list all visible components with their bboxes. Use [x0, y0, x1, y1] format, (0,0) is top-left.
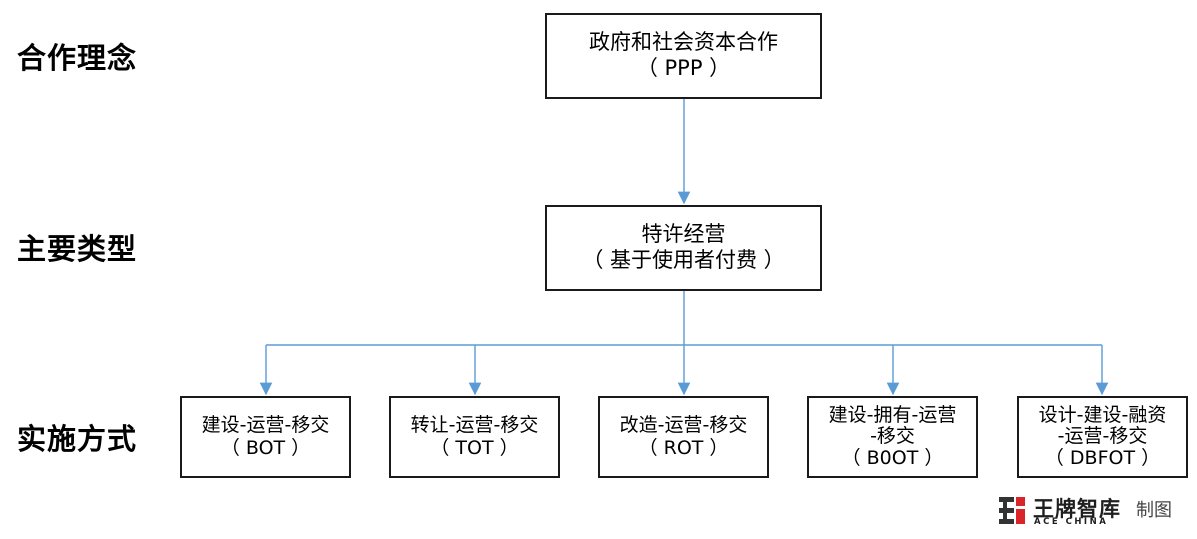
- node-tot-abbr: （ TOT ）: [430, 437, 519, 459]
- watermark-suffix: 制图: [1136, 500, 1172, 521]
- row-label-method: 实施方式: [17, 422, 138, 456]
- node-rot-title: 改造-运营-移交: [619, 413, 748, 436]
- node-ppp-abbr: （ PPP ）: [636, 56, 731, 80]
- watermark-logo: 王牌智库 ACE CHINA 制图: [997, 491, 1187, 531]
- node-franchise: 特许经营 （ 基于使用者付费 ）: [545, 205, 822, 291]
- node-boot-title: 建设-拥有-运营: [828, 404, 957, 427]
- watermark-brand-en: ACE CHINA: [1034, 517, 1109, 527]
- watermark-brand-cn: 王牌智库: [1033, 497, 1121, 521]
- node-boot-title-cont: -移交: [870, 425, 915, 448]
- node-dbfot: 设计-建设-融资 -运营-移交 （ DBFOT ）: [1017, 396, 1188, 478]
- node-franchise-subtitle: （ 基于使用者付费 ）: [582, 248, 785, 272]
- node-bot-title: 建设-运营-移交: [201, 413, 330, 436]
- node-boot-abbr: （ B0OT ）: [841, 446, 944, 469]
- node-tot: 转让-运营-移交 （ TOT ）: [389, 396, 560, 478]
- ace-china-logo-icon: [999, 497, 1025, 524]
- node-ppp: 政府和社会资本合作 （ PPP ）: [545, 13, 822, 99]
- node-dbfot-title-cont: -运营-移交: [1057, 425, 1148, 448]
- node-ppp-title: 政府和社会资本合作: [589, 30, 778, 55]
- node-boot: 建设-拥有-运营 -移交 （ B0OT ）: [807, 396, 978, 478]
- node-rot-abbr: （ ROT ）: [638, 437, 729, 459]
- node-dbfot-abbr: （ DBFOT ）: [1044, 446, 1161, 469]
- node-bot: 建设-运营-移交 （ BOT ）: [180, 396, 351, 478]
- node-bot-abbr: （ BOT ）: [220, 437, 311, 459]
- node-franchise-title: 特许经营: [641, 222, 726, 247]
- node-dbfot-title: 设计-建设-融资: [1038, 404, 1167, 427]
- node-rot: 改造-运营-移交 （ ROT ）: [598, 396, 769, 478]
- row-label-concept: 合作理念: [17, 41, 138, 75]
- row-label-type: 主要类型: [17, 232, 138, 266]
- node-tot-title: 转让-运营-移交: [410, 413, 539, 436]
